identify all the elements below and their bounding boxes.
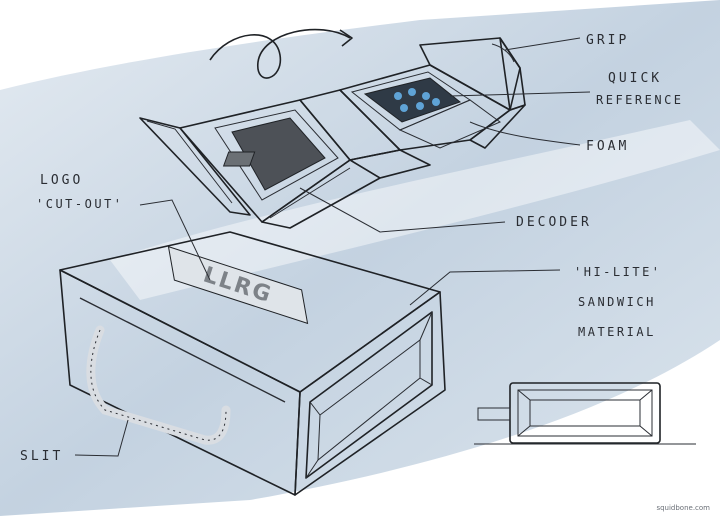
leader-decoder xyxy=(299,187,506,233)
leader-quick-reference xyxy=(449,91,591,97)
label-logo: LOGO xyxy=(40,173,83,188)
left-flap-edge xyxy=(146,120,233,204)
background-highlight xyxy=(110,120,720,300)
open-case xyxy=(139,37,526,229)
leader-slit xyxy=(74,419,129,457)
reference-dot xyxy=(416,102,424,110)
label-grip: GRIP xyxy=(586,33,629,48)
left-tray-inner xyxy=(214,109,339,201)
decoder-window xyxy=(222,151,256,167)
left-flap xyxy=(139,117,251,216)
reference-dot xyxy=(394,92,402,100)
label-sandwich: SANDWICH xyxy=(578,295,656,309)
side-view-bevels xyxy=(517,389,653,437)
label-reference: REFERENCE xyxy=(596,93,684,107)
spine-base xyxy=(349,149,431,179)
leader-grip xyxy=(504,37,581,51)
reference-dot xyxy=(432,98,440,106)
label-quick: QUICK xyxy=(608,71,662,86)
decoder-panel xyxy=(231,117,326,191)
label-foam: FOAM xyxy=(586,139,629,154)
end-window-bevels xyxy=(305,311,433,479)
quick-reference-screen xyxy=(363,77,462,123)
box-end xyxy=(294,291,446,496)
leader-lines xyxy=(74,37,591,457)
label-material: MATERIAL xyxy=(578,325,656,339)
label-hi-lite: 'HI-LITE' xyxy=(574,265,662,279)
rotation-arrow xyxy=(209,28,351,79)
handle-stitching xyxy=(90,329,227,441)
label-slit: SLIT xyxy=(20,449,63,464)
credit-text: squidbone.com xyxy=(656,504,710,512)
leader-foam xyxy=(469,121,581,146)
right-tray-edge xyxy=(469,104,526,149)
leader-hi-lite xyxy=(409,269,561,306)
reference-dot xyxy=(408,88,416,96)
side-view xyxy=(474,382,696,445)
label-decoder: DECODER xyxy=(516,215,592,230)
grip-detail xyxy=(491,43,515,63)
reference-dot xyxy=(422,92,430,100)
side-view-handle xyxy=(477,407,511,421)
rotation-arrow-head xyxy=(339,29,353,47)
foam-insert xyxy=(398,99,501,149)
box-slit xyxy=(79,297,286,403)
label-cut-out: 'CUT-OUT' xyxy=(36,197,124,211)
reference-dot xyxy=(400,104,408,112)
leader-logo xyxy=(139,199,211,281)
